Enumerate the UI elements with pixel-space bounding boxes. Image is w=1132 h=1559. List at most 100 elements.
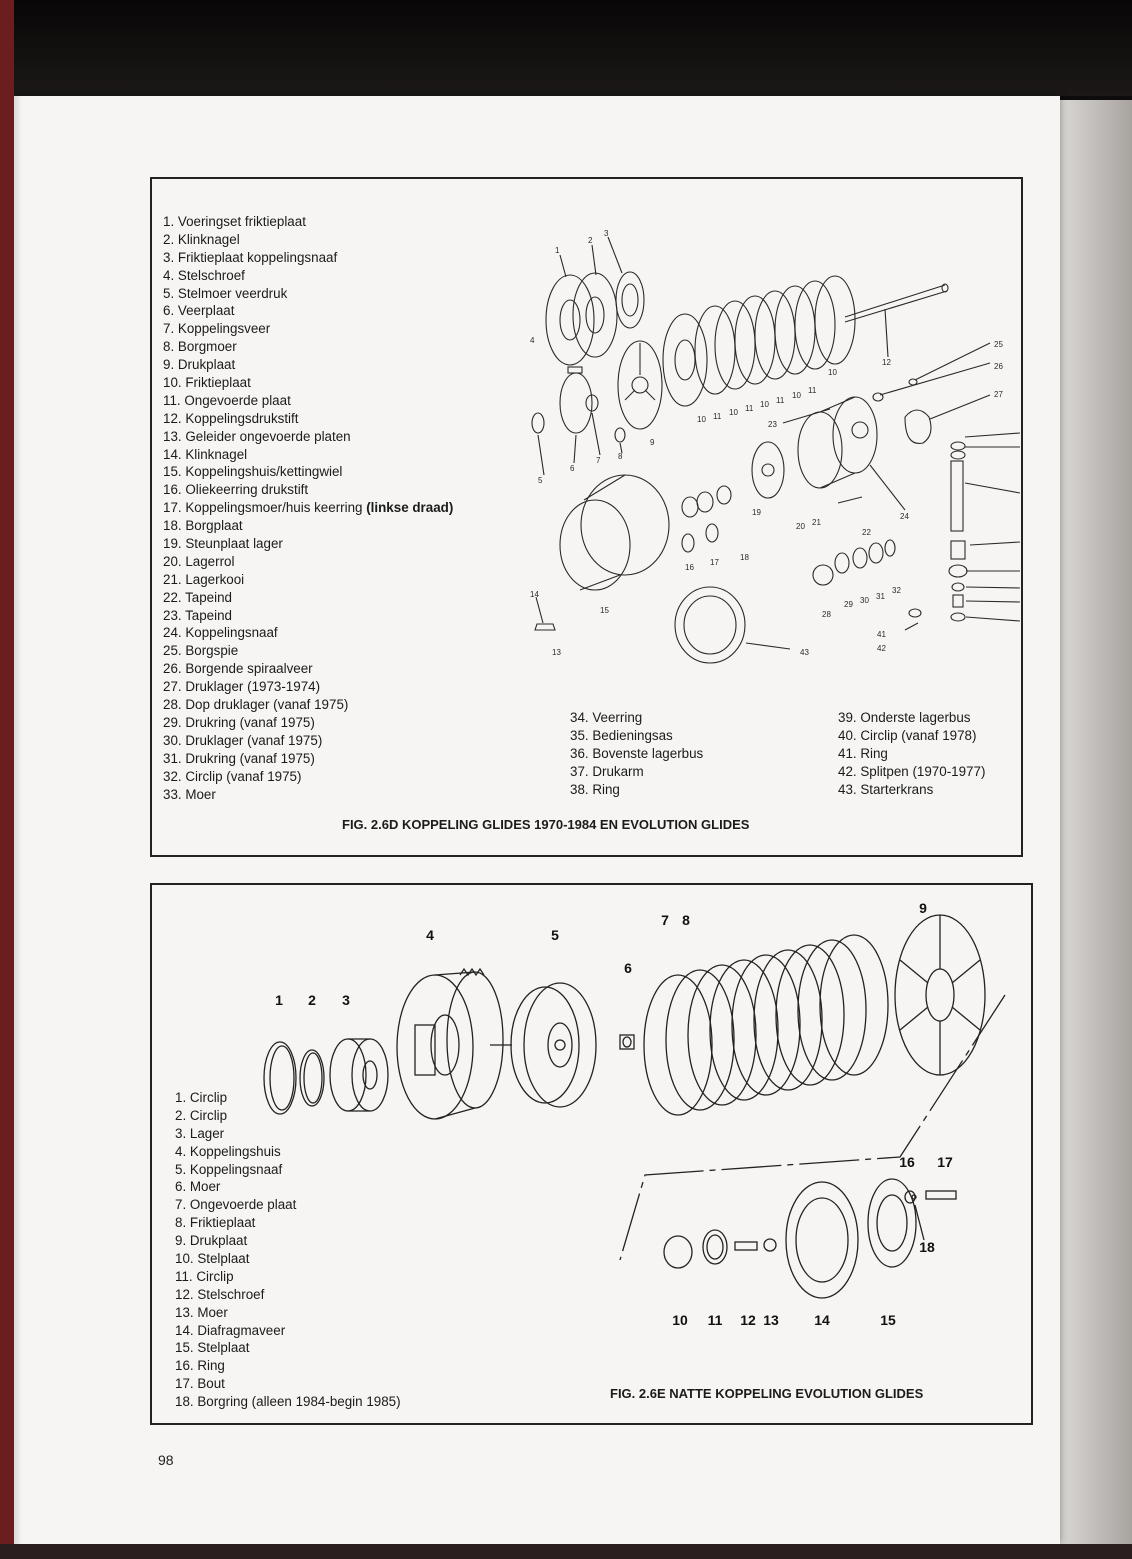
svg-text:41: 41 [877, 630, 886, 639]
svg-text:14: 14 [814, 1312, 830, 1328]
legend-item: 12. Stelschroef [175, 1286, 265, 1302]
legend-item: 10. Friktieplaat [163, 375, 251, 391]
legend-item: 1. Circlip [175, 1090, 228, 1105]
legend-item: 14. Diafragmaveer [175, 1322, 286, 1338]
book-page [8, 96, 1060, 1544]
svg-text:11: 11 [745, 404, 754, 413]
legend-item: 32. Circlip (vanaf 1975) [163, 768, 302, 784]
svg-text:11: 11 [776, 396, 785, 405]
figure-2-6d-legend-parts: 1. Voeringset friktieplaat 2. Klinknagel 3… [163, 213, 453, 803]
figure-2-6e-frame [150, 883, 1033, 1425]
svg-text:32: 32 [892, 586, 901, 595]
svg-text:8: 8 [618, 452, 623, 461]
legend-item-emphasis: (linkse draad) [362, 500, 454, 516]
svg-text:11: 11 [708, 1312, 723, 1328]
svg-text:5: 5 [551, 927, 559, 943]
svg-text:18: 18 [919, 1239, 935, 1255]
legend-item: 9. Drukplaat [163, 357, 236, 373]
svg-text:10: 10 [697, 415, 706, 424]
svg-text:5: 5 [538, 476, 543, 485]
legend-item: 9. Drukplaat [175, 1233, 248, 1249]
book-page-edge [1058, 100, 1132, 1559]
svg-text:15: 15 [880, 1312, 896, 1328]
svg-text:25: 25 [994, 340, 1003, 349]
legend-item: 3. Lager [175, 1125, 225, 1141]
legend-item: 5. Koppelingsnaaf [175, 1161, 283, 1177]
legend-item: 40. Circlip (vanaf 1978) [838, 727, 977, 743]
legend-item: 1. Voeringset friktieplaat [163, 214, 306, 229]
svg-text:4: 4 [426, 927, 434, 943]
svg-text:12: 12 [882, 358, 891, 367]
svg-text:17: 17 [937, 1154, 953, 1170]
svg-text:19: 19 [752, 508, 761, 517]
legend-item: 30. Druklager (vanaf 1975) [163, 732, 323, 748]
legend-item: 41. Ring [838, 745, 888, 761]
legend-item: 38. Ring [570, 781, 620, 797]
legend-item: 15. Koppelingshuis/kettingwiel [163, 464, 343, 480]
svg-text:29: 29 [844, 600, 853, 609]
legend-item: 10. Stelplaat [175, 1251, 250, 1267]
svg-text:16: 16 [685, 563, 694, 572]
legend-item: 6. Moer [175, 1179, 221, 1195]
legend-item: 14. Klinknagel [163, 446, 248, 462]
svg-text:13: 13 [763, 1312, 779, 1328]
svg-text:13: 13 [552, 648, 561, 657]
legend-item: 24. Koppelingsnaaf [163, 625, 278, 641]
svg-text:15: 15 [600, 606, 609, 615]
legend-item: 4. Koppelingshuis [175, 1143, 281, 1159]
legend-item: 13. Geleider ongevoerde platen [163, 428, 351, 444]
legend-item: 18. Borgring (alleen 1984-begin 1985) [175, 1394, 401, 1410]
svg-text:10: 10 [828, 368, 837, 377]
svg-text:31: 31 [876, 592, 885, 601]
legend-item: 33. Moer [163, 786, 216, 802]
legend-item: 15. Stelplaat [175, 1340, 250, 1356]
legend-item: 37. Drukarm [570, 763, 644, 779]
legend-item: 34. Veerring [570, 710, 643, 725]
svg-text:9: 9 [919, 900, 927, 916]
book-cover-edge [0, 0, 14, 1559]
legend-item: 7. Koppelingsveer [163, 321, 271, 337]
figure-2-6d-legend-column-2: 34. Veerring 35. Bedieningsas 36. Bovenste… [570, 709, 703, 798]
svg-text:3: 3 [342, 992, 350, 1008]
legend-item: 22. Tapeind [163, 589, 232, 605]
legend-item: 27. Druklager (1973-1974) [163, 679, 321, 695]
legend-item: 36. Bovenste lagerbus [570, 745, 704, 761]
svg-text:10: 10 [760, 400, 769, 409]
svg-text:11: 11 [713, 412, 722, 421]
svg-text:27: 27 [994, 390, 1003, 399]
scanner-background-top [0, 0, 1132, 96]
svg-text:1: 1 [555, 246, 560, 255]
svg-text:21: 21 [812, 518, 821, 527]
svg-text:24: 24 [900, 512, 909, 521]
svg-text:4: 4 [530, 336, 535, 345]
svg-text:17: 17 [710, 558, 719, 567]
legend-item: 16. Ring [175, 1358, 225, 1374]
legend-item: 25. Borgspie [163, 643, 239, 659]
legend-item: 28. Dop druklager (vanaf 1975) [163, 697, 349, 713]
legend-item: 2. Circlip [175, 1107, 228, 1123]
legend-item: 4. Stelschroef [163, 267, 245, 283]
legend-item: 35. Bedieningsas [570, 727, 673, 743]
legend-item: 3. Friktieplaat koppelingsnaaf [163, 249, 338, 265]
svg-text:42: 42 [877, 644, 886, 653]
figure-2-6d-frame [150, 177, 1023, 857]
legend-item: 43. Starterkrans [838, 781, 934, 797]
legend-item: 2. Klinknagel [163, 231, 240, 247]
svg-text:7: 7 [661, 912, 669, 928]
svg-text:3: 3 [604, 229, 609, 238]
svg-text:22: 22 [862, 528, 871, 537]
scanner-background-bottom [0, 1544, 1132, 1559]
legend-item: 8. Borgmoer [163, 339, 237, 355]
figure-2-6d-caption: FIG. 2.6D KOPPELING GLIDES 1970-1984 EN … [342, 817, 750, 832]
svg-text:2: 2 [588, 236, 593, 245]
legend-item: 5. Stelmoer veerdruk [163, 285, 288, 301]
svg-text:26: 26 [994, 362, 1003, 371]
svg-text:2: 2 [308, 992, 316, 1008]
legend-item: 17. Bout [175, 1376, 225, 1392]
svg-text:9: 9 [650, 438, 655, 447]
legend-item: 11. Ongevoerde plaat [163, 392, 291, 408]
legend-item: 16. Oliekeerring drukstift [163, 482, 309, 498]
